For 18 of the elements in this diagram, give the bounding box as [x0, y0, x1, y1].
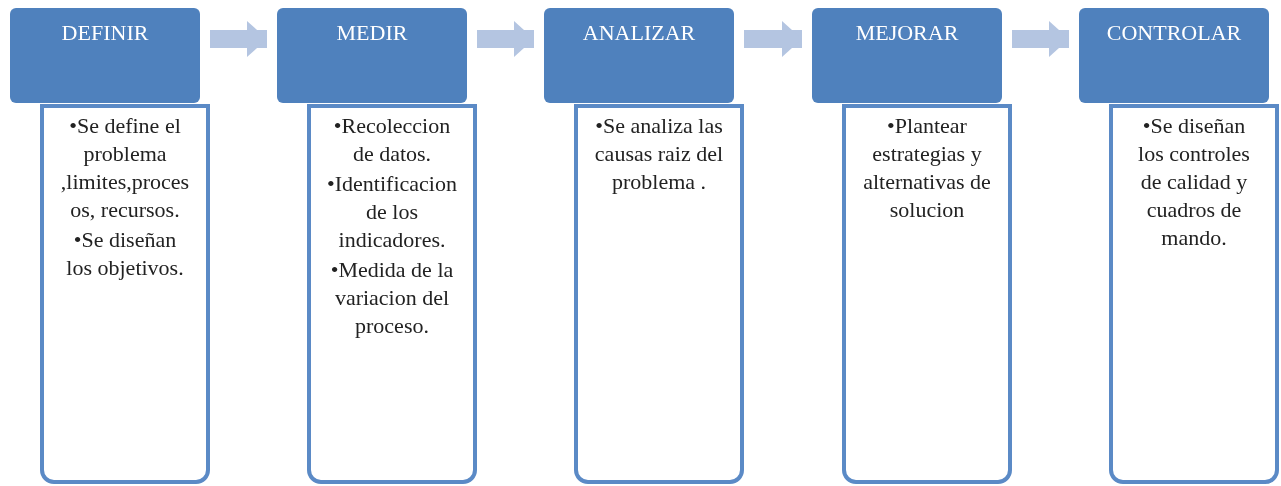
step-detail-box [1109, 104, 1279, 484]
step-header-box: CONTROLAR [1079, 8, 1269, 103]
step-detail-box [307, 104, 477, 484]
step-header-box: DEFINIR [10, 8, 200, 103]
step-header-box: MEDIR [277, 8, 467, 103]
bullet-text: •Recoleccion de datos. [332, 112, 452, 168]
bullet-text: •Se diseñan los controles de calidad y cuadros de mando. [1137, 112, 1251, 252]
step-header-box: MEJORAR [812, 8, 1002, 103]
bullet-text: •Medida de la variacion del proceso. [329, 256, 455, 340]
bullet-text: •Plantear estrategias y alternativas de solucion [862, 112, 992, 224]
step-detail-box [40, 104, 210, 484]
bullet-text: •Se analiza las causas raiz del problema . [594, 112, 724, 196]
bullet-text: •Identificacion de los indicadores. [327, 170, 457, 254]
step-header-box: ANALIZAR [544, 8, 734, 103]
bullet-text: •Se diseñan los objetivos. [65, 226, 185, 282]
step-detail-box [842, 104, 1012, 484]
bullet-text: •Se define el problema ,limites,procesos, recursos. [60, 112, 190, 224]
step-detail-box [574, 104, 744, 484]
